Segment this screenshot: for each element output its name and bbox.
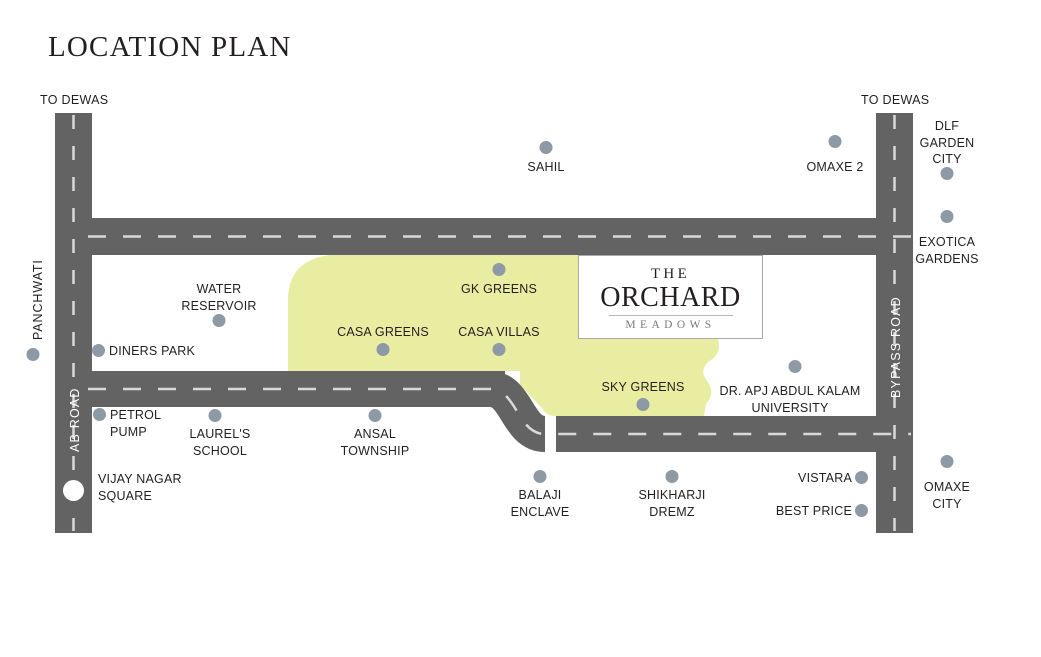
poi-label-casa-villas: CASA VILLAS — [458, 325, 540, 339]
vijay-line-1: VIJAY NAGAR — [98, 472, 182, 486]
poi-label-laurels-school: LAUREL'S SCHOOL — [190, 426, 251, 459]
marker-best-price[interactable] — [855, 504, 868, 517]
poi-label-balaji-enclave: BALAJI ENCLAVE — [511, 487, 570, 520]
balaji-line-1: BALAJI — [518, 488, 562, 502]
water-reservoir-line-1: WATER — [196, 282, 242, 296]
dlf-line-3: CITY — [932, 152, 962, 166]
ansal-line-2: TOWNSHIP — [340, 443, 410, 458]
omaxe-city-line-1: OMAXE — [923, 480, 971, 494]
marker-dlf-garden-city[interactable] — [940, 167, 954, 180]
marker-casa-villas[interactable] — [492, 343, 506, 356]
marker-casa-greens[interactable] — [376, 343, 390, 356]
poi-label-omaxe-city: OMAXE CITY — [924, 479, 970, 512]
marker-apj-university[interactable] — [788, 360, 802, 373]
balaji-line-2: ENCLAVE — [510, 504, 570, 519]
exotica-line-2: GARDENS — [915, 251, 979, 266]
water-reservoir-line-2: RESERVOIR — [181, 298, 257, 313]
poi-label-sahil: SAHIL — [527, 160, 565, 174]
to-dewas-left-label: TO DEWAS — [40, 93, 109, 107]
dlf-line-1: DLF — [934, 119, 960, 133]
logo-line-the: THE — [650, 266, 691, 282]
ab-road-label: AB ROAD — [68, 387, 82, 452]
marker-water-reservoir[interactable] — [212, 314, 226, 327]
shikharji-line-1: SHIKHARJI — [638, 488, 706, 502]
logo-line-meadows: MEADOWS — [625, 319, 716, 331]
apj-line-1: DR. APJ ABDUL KALAM — [719, 384, 861, 398]
marker-diners-park[interactable] — [92, 344, 105, 357]
bypass-road-label: BYPASS ROAD — [889, 296, 903, 398]
poi-label-diners-park: DINERS PARK — [109, 344, 196, 358]
exotica-line-1: EXOTICA — [918, 235, 976, 249]
shikharji-line-2: DREMZ — [649, 504, 695, 519]
poi-label-gk-greens: GK GREENS — [460, 282, 538, 296]
marker-sky-greens[interactable] — [636, 398, 650, 411]
marker-vijay-nagar-square[interactable] — [63, 480, 84, 501]
ansal-line-1: ANSAL — [353, 427, 396, 441]
poi-label-shikharji-dremz: SHIKHARJI DREMZ — [638, 487, 705, 520]
dlf-line-2: GARDEN — [919, 135, 975, 150]
poi-label-petrol-pump: PETROL PUMP — [110, 407, 161, 440]
laurels-line-1: LAUREL'S — [189, 427, 251, 441]
poi-label-ansal-township: ANSAL TOWNSHIP — [341, 426, 410, 459]
marker-gk-greens[interactable] — [492, 263, 506, 276]
logo-divider-rule — [608, 315, 733, 316]
marker-ansal-township[interactable] — [368, 409, 382, 422]
marker-laurels-school[interactable] — [208, 409, 222, 422]
poi-label-sky-greens: SKY GREENS — [601, 380, 685, 394]
poi-label-dlf-garden-city: DLF GARDEN CITY — [920, 118, 975, 168]
laurels-line-2: SCHOOL — [193, 443, 247, 458]
marker-petrol-pump[interactable] — [93, 408, 106, 421]
marker-omaxe-2[interactable] — [828, 135, 842, 148]
marker-omaxe-city[interactable] — [940, 455, 954, 468]
poi-label-apj-university: DR. APJ ABDUL KALAM UNIVERSITY — [720, 383, 861, 416]
apj-line-2: UNIVERSITY — [751, 400, 829, 415]
marker-sahil[interactable] — [539, 141, 553, 154]
marker-panchwati[interactable] — [26, 348, 40, 361]
marker-shikharji-dremz[interactable] — [665, 470, 679, 483]
poi-label-best-price: BEST PRICE — [775, 504, 852, 518]
vijay-line-2: SQUARE — [98, 488, 152, 503]
poi-label-vijay-nagar-square: VIJAY NAGAR SQUARE — [98, 471, 182, 504]
marker-vistara[interactable] — [855, 471, 868, 484]
omaxe-city-line-2: CITY — [932, 496, 962, 511]
marker-exotica-gardens[interactable] — [940, 210, 954, 223]
petrol-pump-line-2: PUMP — [110, 424, 147, 439]
petrol-pump-line-1: PETROL — [110, 408, 162, 422]
marker-balaji-enclave[interactable] — [533, 470, 547, 483]
to-dewas-right-label: TO DEWAS — [861, 93, 930, 107]
poi-label-casa-greens: CASA GREENS — [337, 325, 429, 339]
logo-line-orchard: ORCHARD — [600, 282, 741, 313]
poi-label-vistara: VISTARA — [798, 471, 852, 485]
panchwati-label: PANCHWATI — [31, 259, 45, 340]
page-title: LOCATION PLAN — [48, 31, 292, 63]
project-logo-plate: THE ORCHARD MEADOWS — [578, 255, 763, 339]
poi-label-omaxe-2: OMAXE 2 — [806, 160, 864, 174]
poi-label-exotica-gardens: EXOTICA GARDENS — [915, 234, 978, 267]
poi-label-water-reservoir: WATER RESERVOIR — [181, 281, 256, 314]
